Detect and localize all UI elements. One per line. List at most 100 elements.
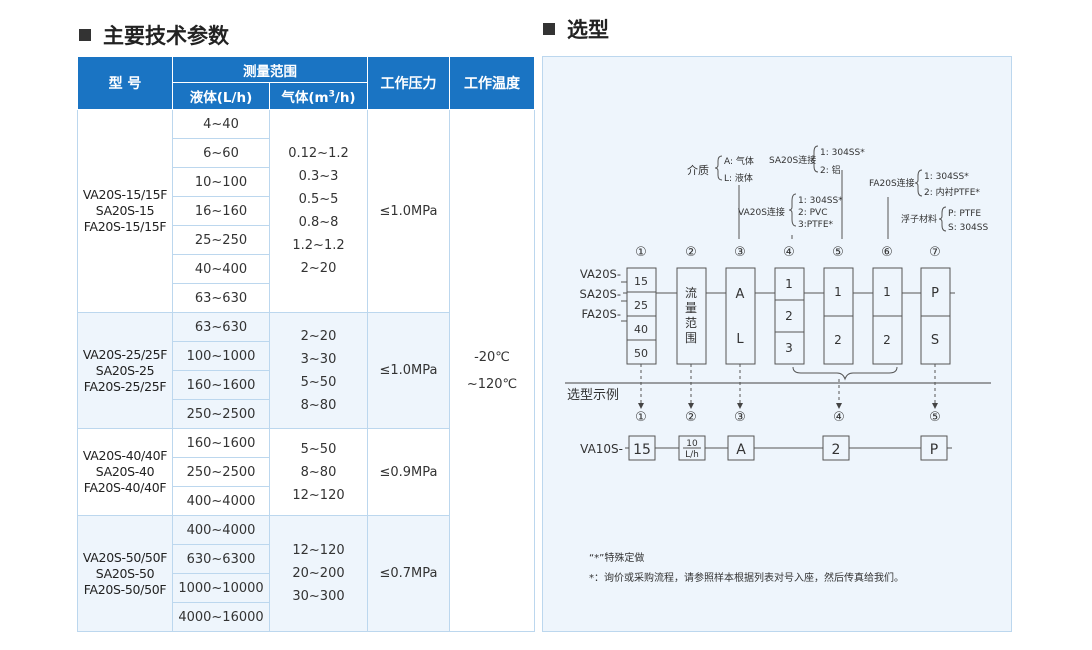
liquid-range-cell: 100~1000 bbox=[172, 341, 270, 371]
sa-conn-label: SA20S连接 bbox=[769, 154, 816, 166]
header-gas-post: /h) bbox=[334, 90, 356, 106]
gas-range-value: 0.12~1.2 bbox=[288, 146, 349, 161]
table-row: 40~400 bbox=[78, 254, 535, 284]
gas-range-value: 12~120 bbox=[292, 487, 345, 503]
spec-section-title: 主要技术参数 bbox=[79, 20, 229, 50]
gas-range-value: 5~50 bbox=[300, 441, 337, 457]
table-row: 4000~16000 bbox=[78, 602, 535, 632]
sa-conn-code-1: 1 bbox=[834, 285, 842, 299]
liquid-range-cell: 250~2500 bbox=[172, 399, 270, 429]
va-conn-option-3: 3:PTFE* bbox=[798, 220, 834, 230]
liquid-range-cell: 6~60 bbox=[172, 138, 270, 168]
table-row: 250~2500 bbox=[78, 399, 535, 429]
header-model: 型 号 bbox=[77, 56, 173, 110]
example-marker-1: ① bbox=[635, 410, 647, 425]
liquid-range-cell: 63~630 bbox=[172, 312, 270, 342]
table-row: 630~6300 bbox=[78, 544, 535, 574]
liquid-range-cell: 10~100 bbox=[172, 167, 270, 197]
model-name: VA20S-15/15F bbox=[82, 187, 168, 202]
va-conn-code-3: 3 bbox=[785, 341, 793, 355]
temperature-value: -20℃ bbox=[474, 349, 510, 365]
size-25: 25 bbox=[634, 299, 648, 312]
va-conn-code-2: 2 bbox=[785, 309, 793, 323]
header-pressure: 工作压力 bbox=[367, 56, 450, 110]
liquid-range-cell: 4~40 bbox=[172, 109, 270, 139]
spec-title-text: 主要技术参数 bbox=[103, 24, 229, 48]
medium-option-a: A: 气体 bbox=[724, 155, 754, 167]
model-name: SA20S-50 bbox=[95, 565, 155, 581]
example-flow-bottom: L/h bbox=[685, 450, 699, 460]
model-sa20s: SA20S- bbox=[580, 287, 621, 301]
float-option-s: S: 304SS bbox=[948, 223, 988, 233]
gas-range-value: 1.2~1.2 bbox=[292, 238, 345, 253]
medium-label: 介质 bbox=[687, 164, 709, 177]
gas-range-value: 8~80 bbox=[300, 464, 337, 480]
medium-code-a: A bbox=[736, 287, 745, 302]
liquid-range-cell: 400~4000 bbox=[172, 486, 270, 516]
model-name: SA20S-40 bbox=[95, 464, 155, 479]
gas-range-value: 30~300 bbox=[292, 589, 345, 604]
liquid-range-cell: 630~6300 bbox=[172, 544, 270, 574]
table-row: 160~1600 bbox=[78, 370, 535, 400]
gas-range-value: 20~200 bbox=[292, 566, 345, 581]
gas-range-value: 12~120 bbox=[292, 543, 345, 558]
position-6-marker: ⑥ bbox=[881, 245, 893, 260]
inquiry-note: *：询价或采购流程，请参照样本根据列表对号入座，然后传真给我们。 bbox=[589, 571, 904, 584]
liquid-range-cell: 25~250 bbox=[172, 225, 270, 255]
liquid-range-cell: 4000~16000 bbox=[172, 602, 270, 632]
liquid-range-cell: 160~1600 bbox=[172, 370, 270, 400]
flow-char-4: 围 bbox=[685, 331, 697, 345]
pressure-cell: ≤1.0MPa bbox=[367, 109, 450, 313]
model-name: VA20S-50/50F bbox=[82, 549, 168, 565]
example-marker-3: ③ bbox=[734, 410, 746, 425]
selection-title-text: 选型 bbox=[567, 18, 609, 42]
position-2-marker: ② bbox=[685, 245, 697, 260]
gas-range-value: 2~20 bbox=[300, 261, 337, 276]
liquid-range-cell: 160~1600 bbox=[172, 428, 270, 458]
example-medium: A bbox=[736, 442, 746, 458]
float-material-label: 浮子材料 bbox=[901, 213, 937, 225]
liquid-range-cell: 63~630 bbox=[172, 283, 270, 313]
gas-range-value: 0.5~5 bbox=[298, 192, 339, 207]
flow-char-2: 量 bbox=[685, 301, 697, 315]
position-3-marker: ③ bbox=[734, 245, 746, 260]
gas-range-value: 3~30 bbox=[300, 351, 337, 367]
fa-conn-code-2: 2 bbox=[883, 333, 891, 347]
table-row: 63~630 bbox=[78, 283, 535, 313]
gas-range-value: 0.3~3 bbox=[298, 169, 339, 184]
selection-diagram-svg: 介质 A: 气体 L: 液体 SA20S连接 1: 304SS* 2: 铝 FA… bbox=[565, 145, 991, 584]
example-model: VA10S- bbox=[580, 442, 623, 456]
gas-range-value: 8~80 bbox=[300, 397, 337, 413]
pressure-cell: ≤1.0MPa bbox=[367, 312, 450, 429]
table-row: 6~60 bbox=[78, 138, 535, 168]
position-5-marker: ⑤ bbox=[832, 245, 844, 260]
temperature-value: ~120℃ bbox=[466, 376, 518, 392]
float-code-p: P bbox=[931, 286, 939, 301]
va-conn-label: VA20S连接 bbox=[738, 206, 785, 218]
model-name: FA20S-50/50F bbox=[83, 581, 167, 597]
va-conn-code-1: 1 bbox=[785, 277, 793, 291]
example-flow-top: 10 bbox=[686, 439, 698, 449]
header-gas-sup: 3 bbox=[328, 89, 335, 100]
medium-option-l: L: 液体 bbox=[724, 172, 753, 184]
temperature-cell: -20℃ ~120℃ bbox=[449, 109, 535, 632]
medium-code-l: L bbox=[736, 332, 744, 347]
gas-range-cell: 5~50 8~80 12~120 bbox=[269, 428, 368, 516]
model-name: VA20S-25/25F bbox=[82, 346, 168, 362]
position-1-marker: ① bbox=[635, 245, 647, 260]
header-temperature: 工作温度 bbox=[449, 56, 535, 110]
table-row: 10~100 bbox=[78, 167, 535, 197]
float-option-p: P: PTFE bbox=[948, 209, 981, 219]
table-row: 25~250 bbox=[78, 225, 535, 255]
header-liquid: 液体(L/h) bbox=[172, 82, 270, 110]
size-50: 50 bbox=[634, 347, 648, 360]
fa-conn-label: FA20S连接 bbox=[869, 177, 915, 189]
